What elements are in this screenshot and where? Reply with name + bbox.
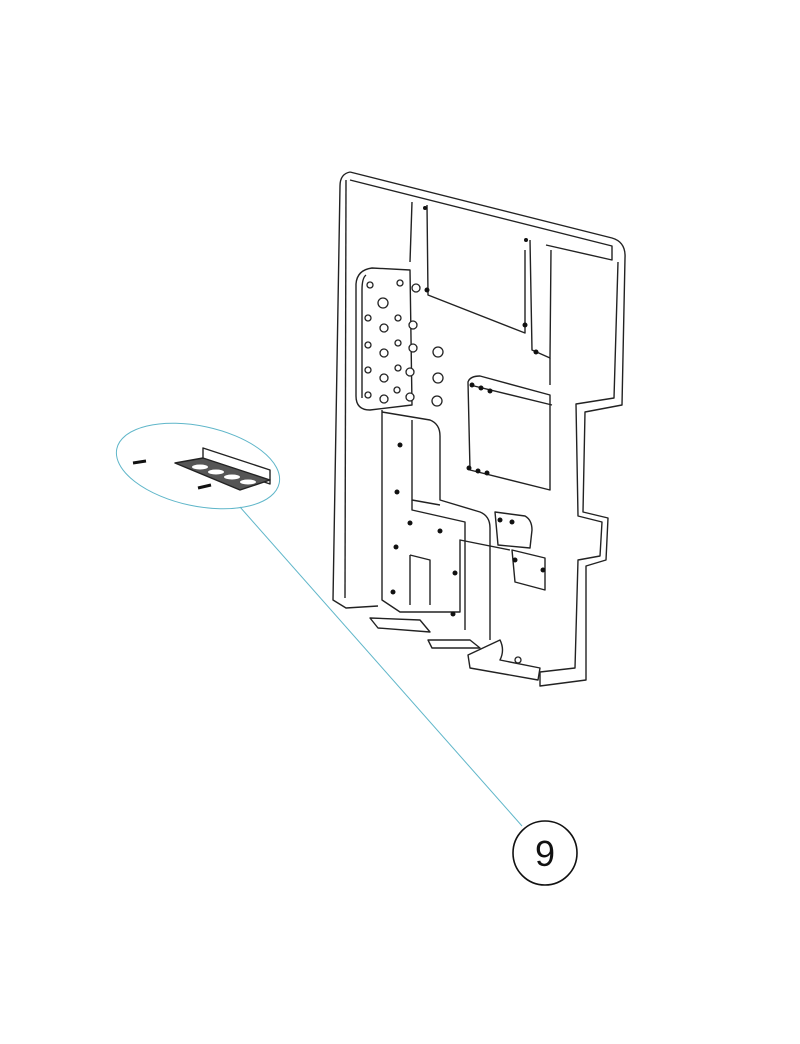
- bracket-with-screws: [132, 447, 271, 491]
- plate-holes: [364, 206, 546, 617]
- callout-ellipse: [115, 422, 281, 510]
- enclosure-back-plate: [332, 171, 626, 687]
- callout-circle: [512, 820, 578, 886]
- screw-icon: [197, 483, 212, 490]
- screw-icon: [132, 459, 147, 465]
- callout-number: 9: [535, 833, 555, 874]
- callout-9: 9: [115, 422, 578, 886]
- callout-leader-line: [239, 506, 523, 827]
